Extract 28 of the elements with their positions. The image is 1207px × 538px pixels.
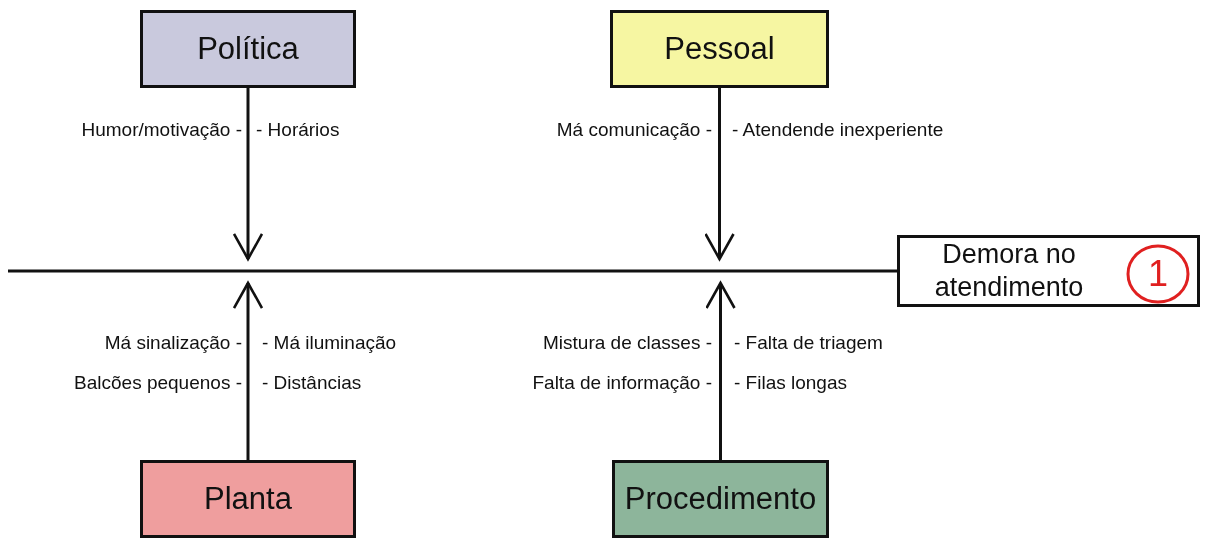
node-text: Demora no atendimento [933,238,1085,304]
cause-label: Humor/motivação - [81,118,242,142]
category-box [140,10,356,88]
cause-label: Má comunicação - [556,118,712,142]
cause-label: Mistura de classes - [543,331,712,355]
cause-label: - Filas longas [734,371,847,395]
arrow [704,88,735,261]
arrow [705,281,736,460]
cause-label: - Horários [256,118,340,142]
cause-label: - Falta de triagem [734,331,883,355]
effect-box [897,235,1200,307]
node-text: Pessoal [664,31,775,67]
node-text: Procedimento [624,481,817,517]
arrow [232,88,264,261]
category-box [140,460,356,538]
cause-label: Má sinalização - [104,331,242,355]
category-box [612,460,829,538]
cause-label: - Distâncias [262,371,362,395]
cause-label: - Atendende inexperiente [732,118,944,142]
cause-label: Falta de informação - [532,371,712,395]
category-box [610,10,829,88]
node-text: Política [197,31,299,67]
number-circle: 1 [1126,244,1190,304]
cause-label: - Má iluminação [262,331,397,355]
cause-label: Balcões pequenos - [74,371,242,395]
node-text: Planta [204,481,292,517]
arrow [232,281,264,460]
spine-line [8,269,897,273]
